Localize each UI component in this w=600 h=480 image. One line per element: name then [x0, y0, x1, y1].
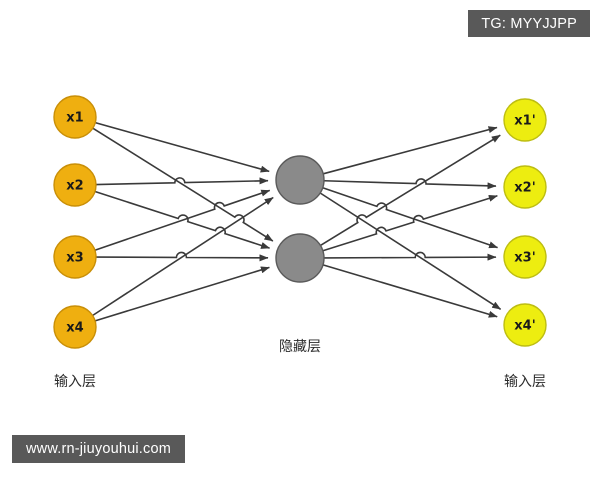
edge-x4-to-h1 [92, 196, 274, 317]
input-node-x2-circle[interactable] [53, 163, 97, 207]
nodes-group: x1 x2 x3 x4 x1' x2' x3' x4' [53, 95, 547, 349]
hidden-node-h2[interactable] [275, 233, 325, 283]
input-node-x3-circle[interactable] [53, 235, 97, 279]
edge-x4-to-h2 [94, 266, 270, 322]
hidden-node-h1[interactable] [275, 155, 325, 205]
edge-x3-to-h1 [94, 189, 271, 251]
edge-h2-to-x4p [322, 264, 498, 318]
edge-h2-to-x2p [322, 194, 498, 252]
output-node-x2p-circle[interactable] [503, 165, 547, 209]
edge-x3-to-h2 [95, 251, 269, 262]
input-node-x3[interactable]: x3 [53, 235, 97, 279]
edge-x1-to-h2 [92, 127, 274, 242]
edges-group [92, 121, 502, 322]
edge-x2-to-h1 [95, 177, 269, 186]
hidden-layer-label: 隐藏层 [279, 339, 321, 355]
output-node-x4p-circle[interactable] [503, 303, 547, 347]
input-node-x1-circle[interactable] [53, 95, 97, 139]
input-layer-label: 输入层 [54, 374, 96, 390]
edge-h1-to-x4p [319, 192, 502, 310]
hidden-node-h2-circle[interactable] [275, 233, 325, 283]
edge-h2-to-x3p [323, 251, 497, 261]
edge-h2-to-x1p [320, 134, 501, 247]
input-node-x2[interactable]: x2 [53, 163, 97, 207]
output-node-x4p[interactable]: x4' [503, 303, 547, 347]
hidden-node-h1-circle[interactable] [275, 155, 325, 205]
input-node-x4-circle[interactable] [53, 305, 97, 349]
edge-h1-to-x3p [322, 187, 499, 249]
output-layer-label: 输入层 [504, 374, 546, 390]
output-node-x1p-circle[interactable] [503, 98, 547, 142]
edge-h1-to-x2p [323, 178, 497, 190]
output-node-x3p-circle[interactable] [503, 235, 547, 279]
telegram-watermark-badge: TG: MYYJJPP [468, 10, 590, 37]
edge-h1-to-x1p [322, 126, 498, 175]
output-node-x3p[interactable]: x3' [503, 235, 547, 279]
input-node-x4[interactable]: x4 [53, 305, 97, 349]
output-node-x1p[interactable]: x1' [503, 98, 547, 142]
output-node-x2p[interactable]: x2' [503, 165, 547, 209]
input-node-x1[interactable]: x1 [53, 95, 97, 139]
site-watermark-badge: www.rn-jiuyouhui.com [12, 435, 186, 463]
edge-x1-to-h1 [95, 121, 270, 173]
